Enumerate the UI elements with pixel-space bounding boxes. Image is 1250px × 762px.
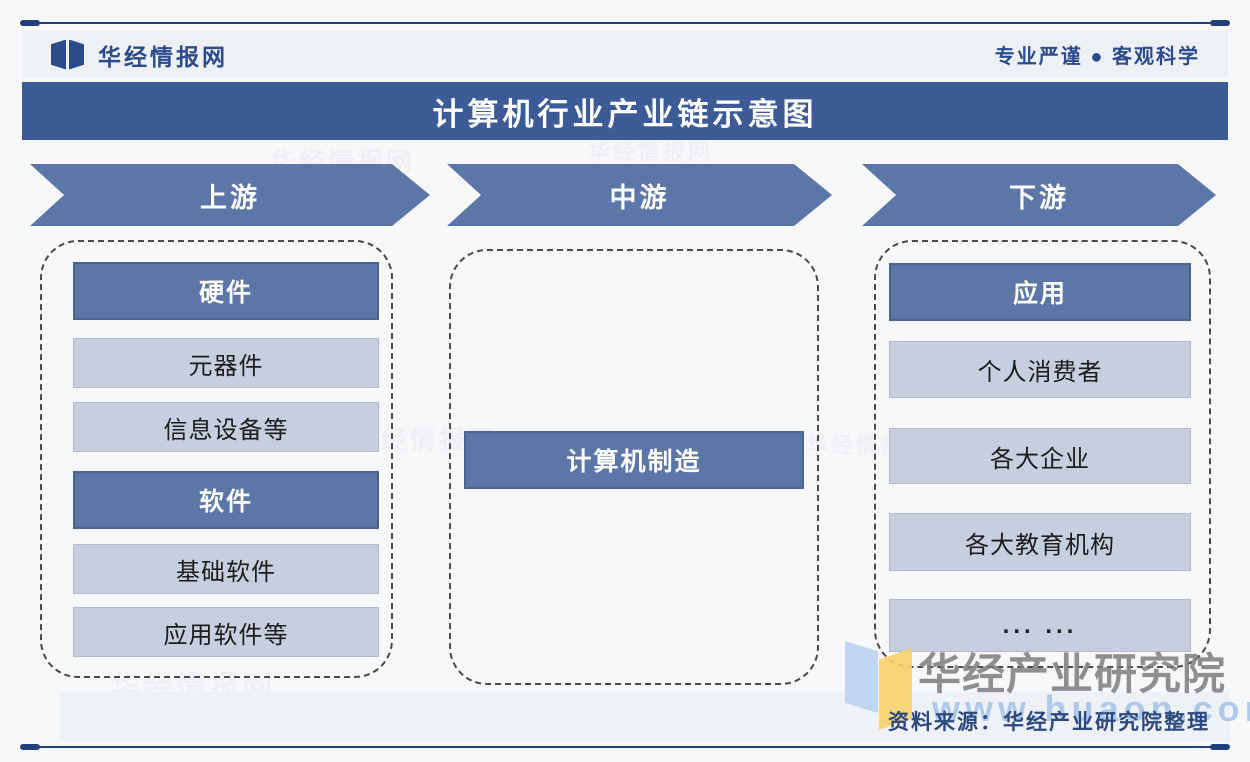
stage-arrow-downstream: 下游 (862, 164, 1216, 226)
node-basic-software: 基础软件 (73, 544, 379, 594)
logo-right-panel (69, 39, 84, 70)
brand: 华经情报网 (50, 38, 228, 72)
node-info-equipment: 信息设备等 (73, 402, 379, 452)
stage-arrow-midstream: 中游 (447, 164, 832, 226)
midstream-group-box: 计算机制造 (449, 249, 819, 685)
stage-label: 上游 (200, 182, 260, 213)
node-application: 应用 (889, 263, 1191, 321)
bottom-divider (20, 744, 1230, 750)
footer-strip (60, 692, 1230, 742)
watermark-logo-blue-panel (845, 641, 878, 713)
watermark-logo-yellow-panel (879, 648, 912, 730)
title-bar: 计算机行业产业链示意图 (22, 82, 1228, 140)
page-title: 计算机行业产业链示意图 (432, 96, 818, 132)
node-ellipsis: ... ... (889, 599, 1191, 652)
watermark-org-text: 华经产业研究院 (918, 651, 1226, 699)
node-hardware: 硬件 (73, 262, 379, 320)
source-attribution: 资料来源：华经产业研究院整理 (888, 711, 1210, 734)
node-software: 软件 (73, 471, 379, 529)
brand-slogan: 专业严谨 ● 客观科学 (994, 46, 1200, 68)
brand-name: 华经情报网 (98, 43, 228, 70)
logo-left-panel (51, 39, 66, 70)
huajing-logo-icon (50, 39, 86, 70)
node-components: 元器件 (73, 338, 379, 388)
node-enterprises: 各大企业 (889, 428, 1191, 484)
stage-arrow-upstream: 上游 (30, 164, 430, 226)
stage-label: 中游 (609, 182, 670, 213)
downstream-group-box: 应用 个人消费者 各大企业 各大教育机构 ... ... (874, 240, 1211, 668)
watermark-url-text: www.huaon.com (932, 688, 1250, 729)
top-divider (20, 20, 1230, 26)
upstream-group-box: 硬件 元器件 信息设备等 软件 基础软件 应用软件等 (40, 240, 393, 678)
page-header: 华经情报网 专业严谨 ● 客观科学 (22, 31, 1228, 78)
node-computer-manufacturing: 计算机制造 (464, 431, 804, 489)
node-app-software: 应用软件等 (73, 607, 379, 657)
node-consumers: 个人消费者 (889, 341, 1191, 398)
node-education-orgs: 各大教育机构 (889, 513, 1191, 571)
stage-label: 下游 (1009, 182, 1069, 213)
